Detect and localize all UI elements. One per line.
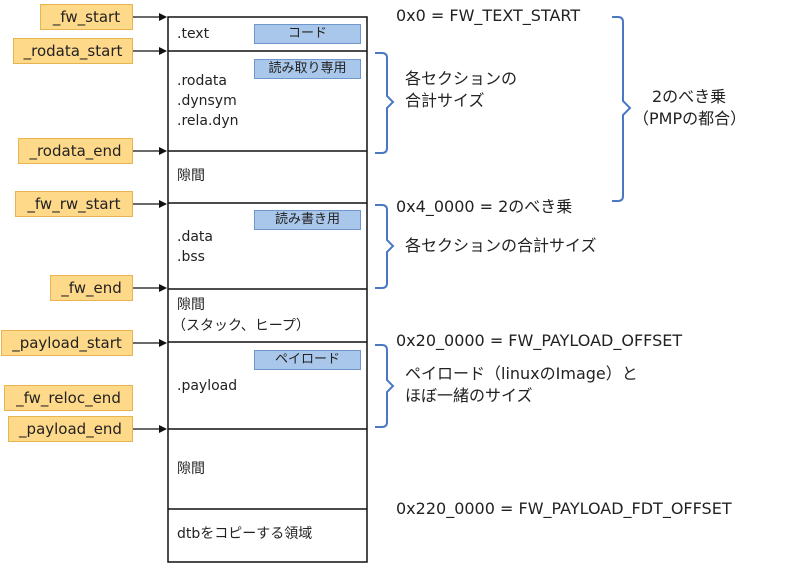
symbol-payload-start: _payload_start [1,330,133,356]
annotation-readonly-size-line1: 各セクションの [405,69,518,88]
badge-readwrite: 読み書き用 [254,210,361,230]
brace-readonly [375,52,395,154]
annotation-text-start: 0x0 = FW_TEXT_START [396,6,581,25]
memory-map [167,16,368,563]
annotation-readonly-size-line2: 合計サイズ [405,91,485,110]
section-dtb-label: dtbをコピーする領域 [177,526,313,542]
section-text-label: .text [177,26,210,42]
badge-code: コード [254,24,361,44]
annotation-payload-offset: 0x20_0000 = FW_PAYLOAD_OFFSET [396,331,683,350]
annotation-power-of-two: 2のべき乗 [652,87,727,106]
annotation-pmp-reason: （PMPの都合） [633,109,747,128]
section-gap2-note: （スタック、ヒープ） [172,318,310,334]
brace-readwrite [375,204,395,289]
symbol-fw-start: _fw_start [40,4,133,30]
annotation-fdt-offset: 0x220_0000 = FW_PAYLOAD_FDT_OFFSET [396,499,732,518]
badge-readonly: 読み取り専用 [254,59,361,79]
annotation-rw-start: 0x4_0000 = 2のべき乗 [396,197,573,216]
symbol-rodata-start: _rodata_start [13,38,133,64]
annotation-payload-size-line1: ペイロード（linuxのImage）と [405,364,638,383]
section-data-label: .data [177,229,213,245]
section-rodata-label: .rodata [177,73,227,89]
section-bss-label: .bss [177,249,205,265]
annotation-payload-size-line2: ほぼ一緒のサイズ [405,386,533,405]
braces [375,16,632,428]
badge-payload: ペイロード [254,350,361,370]
section-gap2-label: 隙間 [177,297,205,313]
symbol-arrows [133,13,167,433]
symbol-fw-reloc-end: _fw_reloc_end [4,385,133,411]
annotation-readwrite-size: 各セクションの合計サイズ [405,236,597,255]
section-dynsym-label: .dynsym [177,93,237,109]
symbol-payload-end: _payload_end [8,416,133,442]
symbol-rodata-end: _rodata_end [18,138,133,164]
section-payload-label: .payload [177,378,238,394]
symbol-fw-rw-start: _fw_rw_start [15,191,133,217]
brace-payload [375,344,395,428]
brace-power-of-two [612,16,632,202]
section-gap3-label: 隙間 [177,461,205,477]
section-gap1-label: 隙間 [177,168,205,184]
symbol-fw-end: _fw_end [50,275,133,301]
section-rela-dyn-label: .rela.dyn [177,113,239,129]
